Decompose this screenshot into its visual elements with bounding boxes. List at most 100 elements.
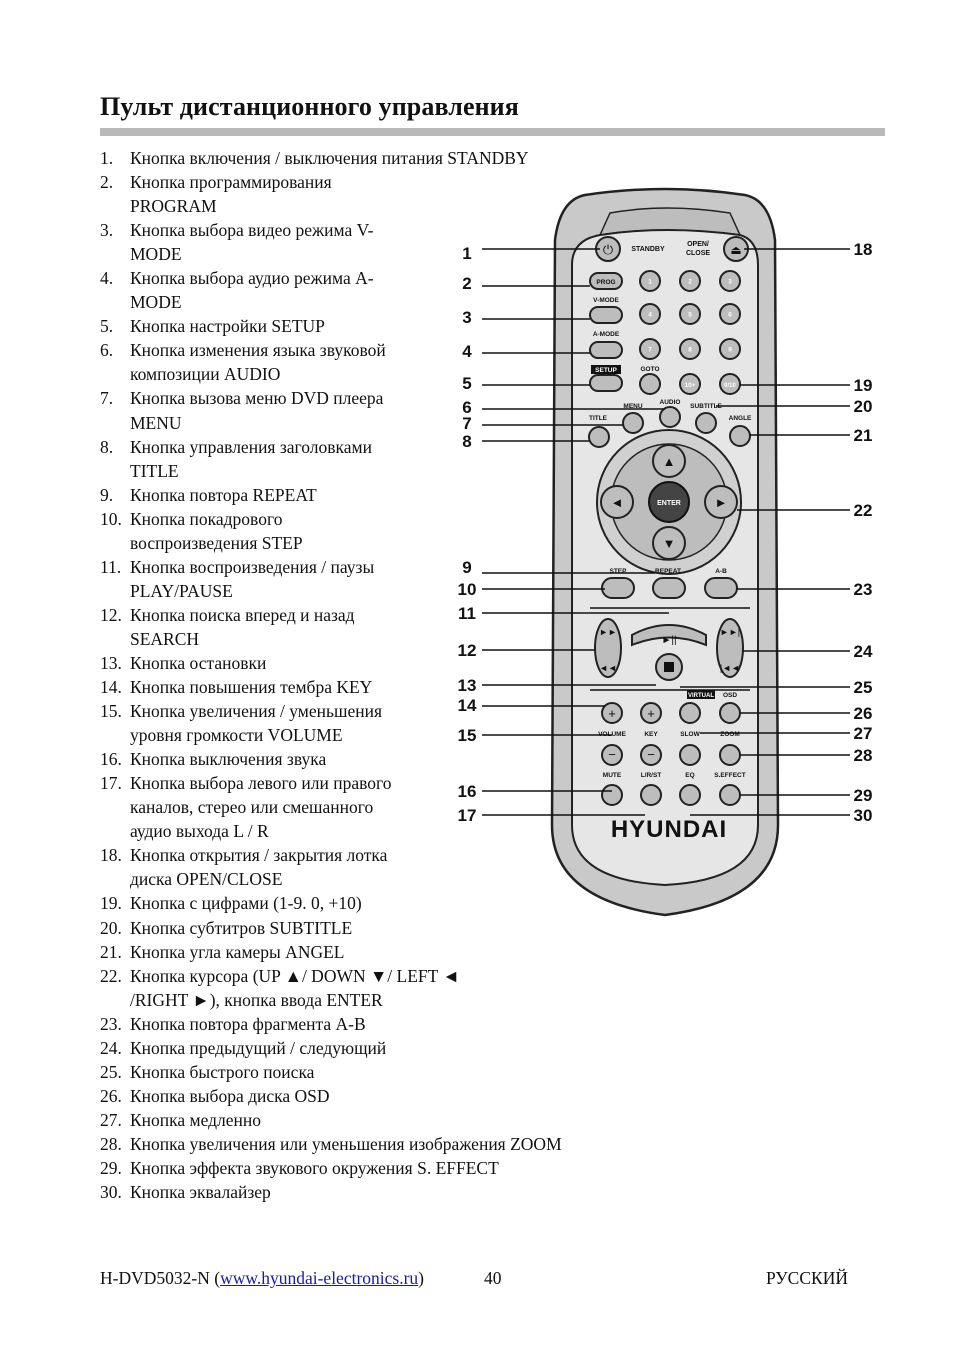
callout-number-28: 28 bbox=[854, 746, 873, 765]
virtual-label: VIRTUAL bbox=[688, 693, 714, 699]
callout-number-29: 29 bbox=[854, 786, 873, 805]
list-item-text: аудио выхода L / R bbox=[130, 821, 269, 842]
search-rocker bbox=[594, 618, 622, 678]
list-item-text: Кнопка управления заголовками bbox=[130, 436, 372, 457]
list-item-number bbox=[100, 627, 130, 651]
list-item-line: композиции AUDIO bbox=[100, 362, 620, 386]
list-item-line: 13. Кнопка остановки bbox=[100, 651, 620, 675]
digit-button-7 bbox=[639, 338, 661, 360]
list-item-line: 16.Кнопка выключения звука bbox=[100, 747, 620, 771]
list-item-text: Кнопка повтора REPEAT bbox=[130, 484, 317, 505]
zoom-label: ZOOM bbox=[720, 731, 740, 738]
up-button bbox=[652, 444, 686, 478]
digit-button-9 bbox=[719, 338, 741, 360]
list-item-line: SEARCH bbox=[100, 627, 620, 651]
plus-icon: + bbox=[647, 706, 655, 721]
eject-icon: ⏏ bbox=[730, 243, 741, 257]
list-item-line: PLAY/PAUSE bbox=[100, 579, 620, 603]
angle-label: ANGLE bbox=[729, 415, 752, 422]
list-item-text: Кнопка остановки bbox=[130, 652, 267, 673]
list-item-number: 2. bbox=[100, 172, 114, 193]
seffect-label: S.EFFECT bbox=[714, 772, 745, 779]
footer-paren: ) bbox=[418, 1268, 424, 1288]
list-item-line: 22.Кнопка курсора (UP ▲/ DOWN ▼/ LEFT ◄ bbox=[100, 964, 620, 988]
list-item-number: 24. bbox=[100, 1037, 122, 1058]
callout-number-26: 26 bbox=[854, 704, 873, 723]
mute-label: MUTE bbox=[603, 772, 622, 779]
callout-number-12: 12 bbox=[458, 641, 477, 660]
left-arrow-icon: ◄ bbox=[611, 495, 624, 510]
digit-label-2: 2 bbox=[688, 279, 692, 286]
amode-button bbox=[589, 341, 623, 359]
virtual-button bbox=[679, 702, 701, 724]
list-item-number bbox=[100, 194, 130, 218]
list-item-line: 23.Кнопка повтора фрагмента A-B bbox=[100, 1012, 620, 1036]
callout-number-8: 8 bbox=[462, 432, 471, 451]
digit-label-5: 5 bbox=[688, 312, 692, 319]
slow-button bbox=[679, 744, 701, 766]
list-item-number: 9. bbox=[100, 484, 114, 505]
list-item-number: 18. bbox=[100, 845, 122, 866]
minus-icon: − bbox=[647, 747, 655, 762]
close-label: CLOSE bbox=[686, 250, 710, 257]
list-item-line: 25.Кнопка быстрого поиска bbox=[100, 1060, 620, 1084]
list-item-text: Кнопка покадрового bbox=[130, 508, 283, 529]
callout-number-16: 16 bbox=[458, 782, 477, 801]
list-item-line: PROGRAM bbox=[100, 194, 620, 218]
goto-label: GOTO bbox=[640, 366, 659, 373]
list-item-line: 10.Кнопка покадрового bbox=[100, 507, 620, 531]
audio-label: AUDIO bbox=[660, 399, 681, 406]
fast-forward-icon: ►► bbox=[599, 627, 617, 637]
callout-number-20: 20 bbox=[854, 397, 873, 416]
list-item-number: 29. bbox=[100, 1157, 122, 1178]
list-item-text: Кнопка настройки SETUP bbox=[130, 316, 325, 337]
setup-label: SETUP bbox=[595, 367, 617, 374]
virtual-label-box bbox=[687, 690, 715, 699]
digit-label-1: 1 bbox=[648, 279, 652, 286]
list-item-number: 22. bbox=[100, 965, 122, 986]
enter-button bbox=[648, 481, 690, 523]
list-item-number bbox=[100, 723, 130, 747]
repeat-button bbox=[652, 577, 686, 599]
list-item-number bbox=[100, 579, 130, 603]
list-item-line: 27. Кнопка медленно bbox=[100, 1108, 620, 1132]
list-item-text: Кнопка повтора фрагмента A-B bbox=[130, 1013, 366, 1034]
footer-website-link[interactable]: www.hyundai-electronics.ru bbox=[220, 1268, 419, 1288]
list-item-number bbox=[100, 242, 130, 266]
digit-label-6: 6 bbox=[728, 312, 732, 319]
list-item-text: Кнопка медленно bbox=[130, 1109, 262, 1130]
zero-button bbox=[719, 373, 741, 395]
list-item-text: Кнопка открытия / закрытия лотка bbox=[130, 845, 388, 866]
callout-number-23: 23 bbox=[854, 580, 873, 599]
list-item-number: 25. bbox=[100, 1061, 122, 1082]
step-label: STEP bbox=[610, 568, 628, 575]
eq-button bbox=[679, 784, 701, 806]
list-item-line: 11.Кнопка воспроизведения / паузы bbox=[100, 555, 620, 579]
play-pause-icon: ►|| bbox=[661, 635, 676, 646]
volume-up-button bbox=[601, 702, 623, 724]
page-number: 40 bbox=[484, 1268, 502, 1288]
list-item-text: Кнопка вызова меню DVD плеера bbox=[130, 388, 384, 409]
footer-model-text: H-DVD5032-N ( bbox=[100, 1268, 221, 1288]
plus-icon: + bbox=[608, 706, 616, 721]
minus-icon: − bbox=[608, 747, 616, 762]
callout-number-27: 27 bbox=[854, 724, 873, 743]
list-item-text: уровня громкости VOLUME bbox=[130, 725, 343, 746]
vmode-button bbox=[589, 306, 623, 324]
prog-label: PROG bbox=[596, 279, 615, 286]
list-item-text: MODE bbox=[130, 244, 182, 265]
page-title: Пульт дистанционного управления bbox=[100, 92, 519, 121]
list-item-text: MODE bbox=[130, 292, 182, 313]
callout-number-30: 30 bbox=[854, 806, 873, 825]
list-item-number: 27. bbox=[100, 1109, 122, 1130]
title-button bbox=[588, 426, 610, 448]
lrst-label: L/R/ST bbox=[641, 772, 662, 779]
list-item-number: 8. bbox=[100, 436, 114, 457]
list-item-number: 15. bbox=[100, 701, 122, 722]
skip-rocker bbox=[716, 618, 744, 678]
list-item-number: 13. bbox=[100, 652, 122, 673]
callout-number-3: 3 bbox=[462, 308, 471, 327]
list-item-number bbox=[100, 459, 130, 483]
list-item-number: 14. bbox=[100, 677, 122, 698]
callout-number-1: 1 bbox=[462, 244, 471, 263]
